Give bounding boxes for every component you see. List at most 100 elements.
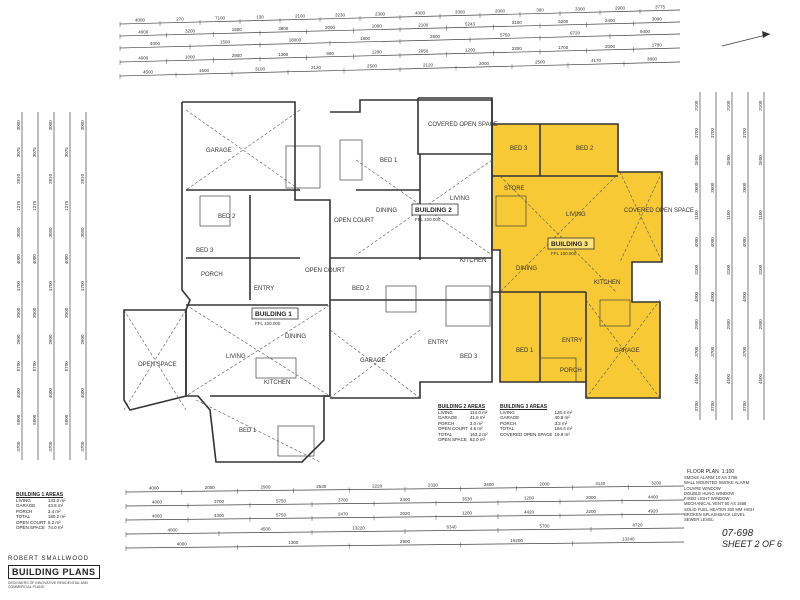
dimension-label: 2100 xyxy=(694,100,699,111)
dimension-label: 2900 xyxy=(694,319,699,330)
areas-heading: BUILDING 1 AREAS xyxy=(16,492,64,498)
legend-item: LOUVRE WINDOW xyxy=(684,485,721,491)
dimension-label: 1000 xyxy=(372,24,383,29)
room-label-porch-b1: PORCH xyxy=(201,272,223,278)
dimension-label: 5750 xyxy=(276,512,287,517)
dimension-label: 4000 xyxy=(177,541,188,546)
dimension-label: 3230 xyxy=(335,13,346,18)
dimension-label: 270 xyxy=(176,17,184,22)
dimension-label: 4000 xyxy=(694,291,699,302)
legend-item: BROKEN SPLASHBACK LEVEL xyxy=(684,512,745,518)
dimension-label: 3000 xyxy=(16,307,21,318)
dimension-label: 900 xyxy=(326,51,334,56)
dimension-label: 4000 xyxy=(742,237,747,248)
dimension-label: 5750 xyxy=(500,32,511,37)
building-2-walls xyxy=(329,97,493,399)
dimension-label: 3700 xyxy=(16,441,21,452)
dimension-label: 2120 xyxy=(311,65,322,70)
building-3-label: BUILDING 3 xyxy=(551,241,588,248)
legend-item: WALL MOUNTED SMOKE ALARM xyxy=(684,480,750,486)
firm-tagline: DESIGNERS OF INNOVATIVE RESIDENTIAL AND … xyxy=(8,581,89,589)
dimension-label: 3700 xyxy=(742,346,747,357)
dimension-label: 3700 xyxy=(710,127,715,138)
dimension-label: 1200 xyxy=(372,50,383,55)
room-label-bed2-b3: BED 2 xyxy=(576,146,594,152)
left-dimension-labels: 3000307528101275305040004700300026005700… xyxy=(16,120,85,452)
dimension-label: 2300 xyxy=(375,12,386,17)
dimension-label: 4000 xyxy=(135,18,146,23)
room-label-covered-open-space-b2: COVERED OPEN SPACE xyxy=(428,122,498,128)
building-1-open-space xyxy=(123,309,187,411)
building-2-rl: FFL 100.000 xyxy=(415,217,441,222)
dimension-label: 3300 xyxy=(455,10,466,15)
dimension-label: 3700 xyxy=(742,127,747,138)
dimension-label: 3800 xyxy=(647,57,658,62)
dimension-label: 2530 xyxy=(316,484,327,489)
dimension-label: 2470 xyxy=(338,512,349,517)
dimension-label: 4500 xyxy=(260,527,271,532)
dimension-label: 3775 xyxy=(655,5,666,10)
dimension-label: 3100 xyxy=(758,264,763,275)
dimension-label: 3050 xyxy=(48,227,53,238)
dimension-label: 2200 xyxy=(586,509,597,514)
dimension-label: 2810 xyxy=(16,173,21,184)
room-label-entry-b3: ENTRY xyxy=(562,338,582,344)
building-3-highlight xyxy=(491,123,663,399)
dimension-label: 9400 xyxy=(640,29,651,34)
dimension-label: 3000 xyxy=(32,307,37,318)
room-label-bed3-b2: BED 3 xyxy=(460,354,478,360)
dimension-label: 2600 xyxy=(80,334,85,345)
dimension-label: 4000 xyxy=(415,11,426,16)
dimension-label: 5800 xyxy=(64,414,69,425)
dimension-label: 3700 xyxy=(694,346,699,357)
room-label-bed2-b1: BED 2 xyxy=(218,214,236,220)
dimension-label: 1100 xyxy=(758,210,763,220)
dimension-label: 4170 xyxy=(591,58,602,63)
dimension-label: 4000 xyxy=(694,237,699,248)
room-labels: GARAGE BED 2 BED 3 ENTRY PORCH DINING LI… xyxy=(138,122,694,434)
dimension-label: 3600 xyxy=(710,182,715,193)
room-label-bed3-b3: BED 3 xyxy=(510,146,528,152)
dimension-label: 3200 xyxy=(185,28,196,33)
building-1-rl: FFL 100.000 xyxy=(255,321,281,326)
dimension-label: 4000 xyxy=(149,486,160,491)
legend-item: MECHANICAL VENT 50 AS 1668 xyxy=(684,501,747,507)
dimension-label: 13240 xyxy=(622,537,635,542)
dimension-label: 2900 xyxy=(260,485,271,490)
room-label-store-b3: STORE xyxy=(504,186,525,192)
dimension-label: 5800 xyxy=(32,414,37,425)
dimension-label: 2100 xyxy=(295,14,306,19)
room-label-entry-b2: ENTRY xyxy=(428,340,448,346)
dimension-label: 4920 xyxy=(648,508,659,513)
dimension-label: 2600 xyxy=(48,334,53,345)
dimension-label: 4700 xyxy=(16,280,21,291)
room-label-kitchen-b2: KITCHEN xyxy=(460,258,486,264)
dimension-label: 2000 xyxy=(205,485,216,490)
dimension-label: 1200 xyxy=(524,496,535,501)
dimension-label: 2650 xyxy=(418,48,429,53)
dimension-label: 5700 xyxy=(32,361,37,372)
dimension-label: 3000 xyxy=(80,120,85,131)
room-label-bed1-b3: BED 1 xyxy=(516,348,534,354)
dimension-label: 5200 xyxy=(558,19,569,24)
dimension-label: 3100 xyxy=(512,20,523,25)
dimension-label: 4000 xyxy=(16,254,21,265)
dimension-label: 4000 xyxy=(138,55,149,60)
dimension-label: 3100 xyxy=(255,67,266,72)
dimension-label: 3140 xyxy=(595,481,606,486)
room-label-dining-b3: DINING xyxy=(516,266,537,272)
dimension-label: 3700 xyxy=(48,441,53,452)
dimension-label: 2600 xyxy=(16,334,21,345)
north-arrow-icon xyxy=(721,31,771,47)
dimension-label: 3300 xyxy=(575,7,586,12)
dimension-label: 4500 xyxy=(143,69,154,74)
dimension-label: 3700 xyxy=(80,441,85,452)
room-label-garage-b1: GARAGE xyxy=(206,148,232,154)
dimension-label: 2900 xyxy=(400,539,411,544)
dimension-label: 2100 xyxy=(726,100,731,111)
dimension-label: 300 xyxy=(536,8,544,13)
